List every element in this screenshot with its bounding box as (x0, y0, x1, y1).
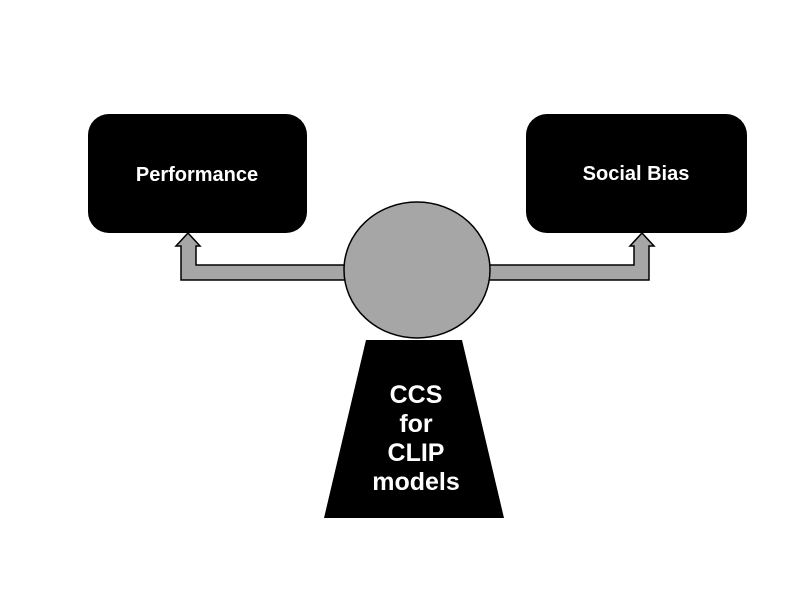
performance-label: Performance (136, 164, 258, 186)
pedestal-label-line-4: models (372, 468, 460, 496)
performance-box (88, 114, 307, 233)
social-bias-label: Social Bias (583, 163, 690, 185)
pedestal-trapezoid (324, 340, 504, 518)
pedestal-label-line-2: for (399, 410, 433, 438)
social-bias-box (526, 114, 747, 233)
fulcrum-circle (343, 201, 491, 339)
pedestal-label-line-1: CCS (390, 381, 443, 409)
pedestal-label-line-3: CLIP (388, 439, 445, 467)
